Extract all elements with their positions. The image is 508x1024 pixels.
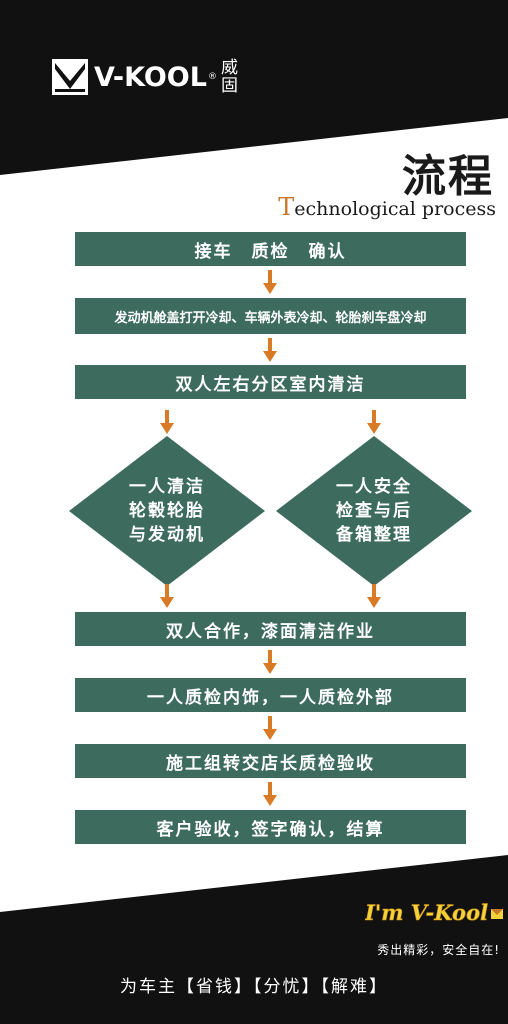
arrow-down-icon (263, 782, 277, 806)
flow-step-manager-check: 施工组转交店长质检验收 (75, 744, 466, 778)
arrow-down-icon (367, 584, 381, 608)
v-logo-icon (52, 59, 88, 95)
branch-right-line-1: 一人安全 (336, 477, 412, 497)
footer-slogan: 为车主【省钱】【分忧】【解难】 (120, 977, 388, 997)
slogan-tagline: 秀出精彩，安全自在! (377, 943, 500, 957)
arrow-down-icon (160, 584, 174, 608)
arrow-down-icon (160, 410, 174, 434)
diamond-shape (69, 436, 265, 586)
brand-logo: V-KOOL® 威 固 (52, 58, 241, 96)
flow-step-interior-clean: 双人左右分区室内清洁 (75, 365, 466, 399)
branch-left-text: 一人清洁 轮毂轮胎 与发动机 (69, 436, 265, 586)
flow-step-inspection: 一人质检内饰，一人质检外部 (75, 678, 466, 712)
subtitle-initial: T (278, 193, 295, 221)
registered-mark: ® (207, 72, 217, 82)
diamond-shape (276, 436, 472, 586)
branch-left-line-3: 与发动机 (129, 525, 205, 545)
branch-left-line-1: 一人清洁 (129, 477, 205, 497)
top-dark-band (0, 0, 508, 175)
im-vkool-logo: I'm V-Kool (365, 900, 503, 925)
branch-left-line-2: 轮毂轮胎 (129, 501, 205, 521)
flow-step-cooling: 发动机舱盖打开冷却、车辆外表冷却、轮胎刹车盘冷却 (75, 298, 466, 334)
arrow-down-icon (263, 338, 277, 362)
subtitle-rest: echnological process (294, 198, 496, 220)
arrow-down-icon (263, 716, 277, 740)
flow-branch-right: 一人安全 检查与后 备箱整理 (276, 436, 472, 586)
arrow-down-icon (263, 650, 277, 674)
flow-branch-left: 一人清洁 轮毂轮胎 与发动机 (69, 436, 265, 586)
brand-name-cn-1: 威 (220, 58, 238, 78)
bottom-dark-band (0, 855, 508, 1024)
brand-name-cn-2: 固 (220, 76, 238, 96)
flow-step-receive: 接车 质检 确认 (75, 232, 466, 266)
branch-right-line-3: 备箱整理 (336, 525, 412, 545)
page-subtitle: Technological process (278, 193, 496, 221)
flow-step-customer-acceptance: 客户验收，签字确认，结算 (75, 810, 466, 844)
brand-name: V-KOOL (94, 61, 207, 93)
branch-right-text: 一人安全 检查与后 备箱整理 (276, 436, 472, 586)
flow-step-paint-clean: 双人合作，漆面清洁作业 (75, 612, 466, 646)
page-title: 流程 (402, 151, 494, 202)
arrow-down-icon (263, 270, 277, 294)
slogan-mark-text: I'm V-Kool (365, 900, 488, 925)
brand-name-cn: 威 固 (221, 59, 241, 95)
arrow-down-icon (367, 410, 381, 434)
branch-right-line-2: 检查与后 (336, 501, 412, 521)
